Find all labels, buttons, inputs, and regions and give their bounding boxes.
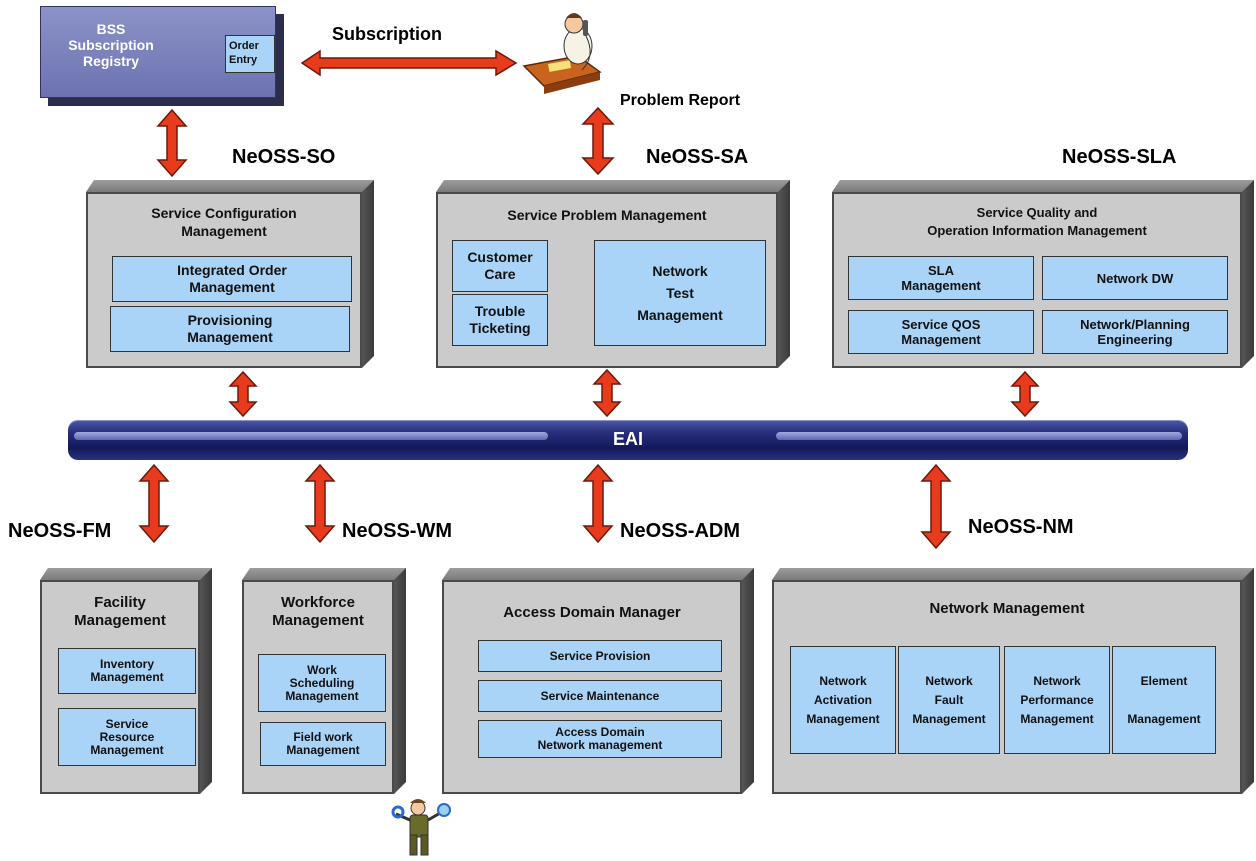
module-title: Network Management — [929, 600, 1085, 617]
field-work-management: Field work Management — [260, 722, 386, 766]
subscription-label: Subscription — [332, 24, 443, 44]
neoss-sla-label: NeOSS-SLA — [1062, 146, 1177, 168]
customer-care: Customer Care — [452, 240, 548, 292]
network-fault-management: Network Fault Management — [898, 646, 1000, 754]
subscription-arrow — [300, 49, 518, 77]
problem-report-to-sa-arrow — [581, 106, 615, 176]
person-on-phone-icon — [522, 13, 602, 94]
module-title: Workforce Management — [272, 594, 364, 629]
service-maintenance: Service Maintenance — [478, 680, 722, 712]
access-domain-network-management: Access Domain Network management — [478, 720, 722, 758]
inventory-management: Inventory Management — [58, 648, 196, 694]
neoss-fm-label: NeOSS-FM — [8, 520, 112, 542]
so-to-eai-arrow — [228, 370, 258, 418]
network-test-management: Network Test Management — [594, 240, 766, 346]
network-planning-engineering: Network/Planning Engineering — [1042, 310, 1228, 354]
eai-to-adm-arrow — [582, 463, 614, 544]
bss-subscription-registry: BSS Subscription Registry Order Entry — [40, 6, 276, 98]
module-title: Facility Management — [74, 594, 166, 629]
eai-bus: EAI — [68, 420, 1188, 460]
module-workforce: Workforce Management Work Scheduling Man… — [242, 568, 406, 794]
order-entry-box: Order Entry — [225, 35, 275, 73]
module-service-problem: Service Problem Management Customer Care… — [436, 180, 790, 368]
service-qos-management: Service QOS Management — [848, 310, 1034, 354]
module-access-domain-manager: Access Domain Manager Service Provision … — [442, 568, 754, 794]
eai-highlight-left — [74, 432, 548, 440]
problem-report-label: Problem Report — [620, 92, 741, 109]
eai-highlight-right — [776, 432, 1182, 440]
integrated-order-management: Integrated Order Management — [112, 256, 352, 302]
module-service-quality: Service Quality and Operation Informatio… — [832, 180, 1254, 368]
module-title: Access Domain Manager — [503, 604, 681, 621]
neoss-nm-label: NeOSS-NM — [968, 516, 1074, 538]
sla-management: SLA Management — [848, 256, 1034, 300]
neoss-wm-label: NeOSS-WM — [342, 520, 452, 542]
element-management: Element Management — [1112, 646, 1216, 754]
module-title: Service Quality and Operation Informatio… — [927, 205, 1147, 238]
network-performance-management: Network Performance Management — [1004, 646, 1110, 754]
service-provision: Service Provision — [478, 640, 722, 672]
module-title: Service Configuration Management — [151, 205, 297, 239]
network-dw: Network DW — [1042, 256, 1228, 300]
neoss-so-label: NeOSS-SO — [232, 146, 336, 168]
module-service-configuration: Service Configuration Management Integra… — [86, 180, 374, 368]
bss-to-so-arrow — [156, 108, 188, 178]
eai-to-fm-arrow — [138, 463, 170, 544]
worker-with-tools-icon — [391, 799, 451, 856]
module-title: Service Problem Management — [507, 207, 707, 223]
sa-to-eai-arrow — [592, 368, 622, 418]
module-facility: Facility Management Inventory Management… — [40, 568, 212, 794]
work-scheduling-management: Work Scheduling Management — [258, 654, 386, 712]
module-network-management: Network Management Network Activation Ma… — [772, 568, 1254, 794]
eai-label: EAI — [612, 429, 643, 449]
neoss-adm-label: NeOSS-ADM — [620, 520, 741, 542]
service-resource-management: Service Resource Management — [58, 708, 196, 766]
bss-title: BSS Subscription Registry — [68, 21, 154, 69]
eai-to-nm-arrow — [920, 463, 952, 550]
sla-to-eai-arrow — [1010, 370, 1040, 418]
trouble-ticketing: Trouble Ticketing — [452, 294, 548, 346]
network-activation-management: Network Activation Management — [790, 646, 896, 754]
neoss-sa-label: NeOSS-SA — [646, 146, 749, 168]
eai-to-wm-arrow — [304, 463, 336, 544]
provisioning-management: Provisioning Management — [110, 306, 350, 352]
